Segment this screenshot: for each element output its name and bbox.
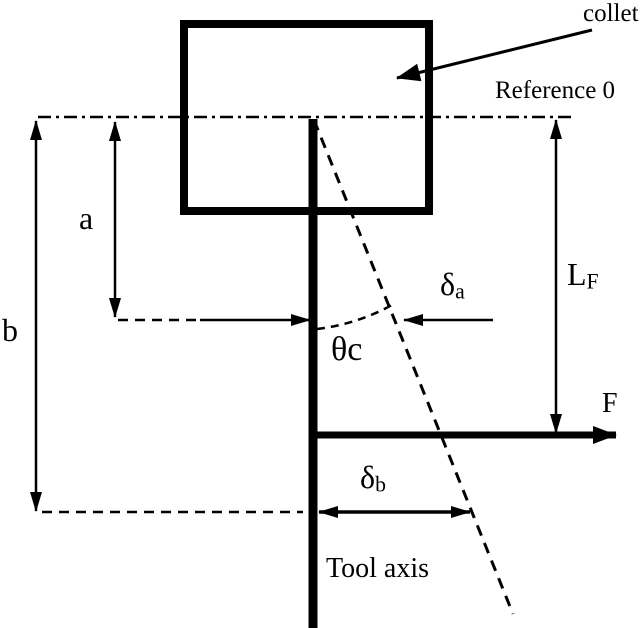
- delta-b-main: δ: [360, 459, 376, 495]
- delta-b-subscript: b: [375, 472, 386, 497]
- lf-main: L: [567, 256, 587, 292]
- delta-a-label: δa: [440, 268, 465, 303]
- delta-a-subscript: a: [455, 279, 465, 304]
- lf-subscript: F: [586, 269, 599, 294]
- dimension-a-label: a: [79, 200, 94, 236]
- length-lf-label: LF: [567, 258, 599, 293]
- theta-c-label: θc: [331, 331, 363, 368]
- deflected-tool-line: [312, 119, 515, 615]
- collet-pointer-arrow: [396, 28, 593, 82]
- reference-zero-label: Reference 0: [495, 77, 616, 104]
- delta-b-label: δb: [360, 461, 386, 496]
- force-f-label: F: [602, 388, 618, 419]
- tool-axis-label: Tool axis: [326, 553, 430, 584]
- delta-a-main: δ: [440, 266, 456, 302]
- dimension-b-label: b: [2, 312, 18, 348]
- collet-label: collet: [583, 0, 639, 27]
- collet-body: [180, 20, 433, 215]
- theta-c-arc: [316, 303, 393, 331]
